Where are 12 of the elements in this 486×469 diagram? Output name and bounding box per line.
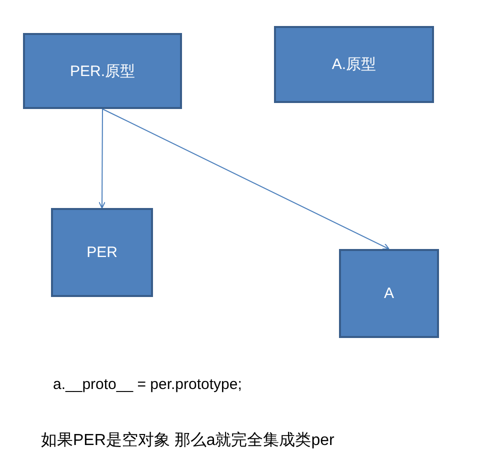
box-label: PER.原型 — [70, 62, 135, 80]
arrow — [102, 108, 390, 250]
note-text: 如果PER是空对象 那么a就完全集成类per — [41, 430, 334, 451]
process-box — [23, 33, 182, 109]
box-label: A — [384, 285, 394, 302]
code-text: a.__proto__ = per.prototype; — [53, 376, 242, 393]
process-box — [339, 249, 439, 338]
box-label: PER — [86, 244, 118, 261]
box-label: A.原型 — [332, 55, 376, 74]
arrow — [98, 108, 106, 208]
process-box — [274, 26, 434, 103]
process-box — [51, 208, 153, 297]
